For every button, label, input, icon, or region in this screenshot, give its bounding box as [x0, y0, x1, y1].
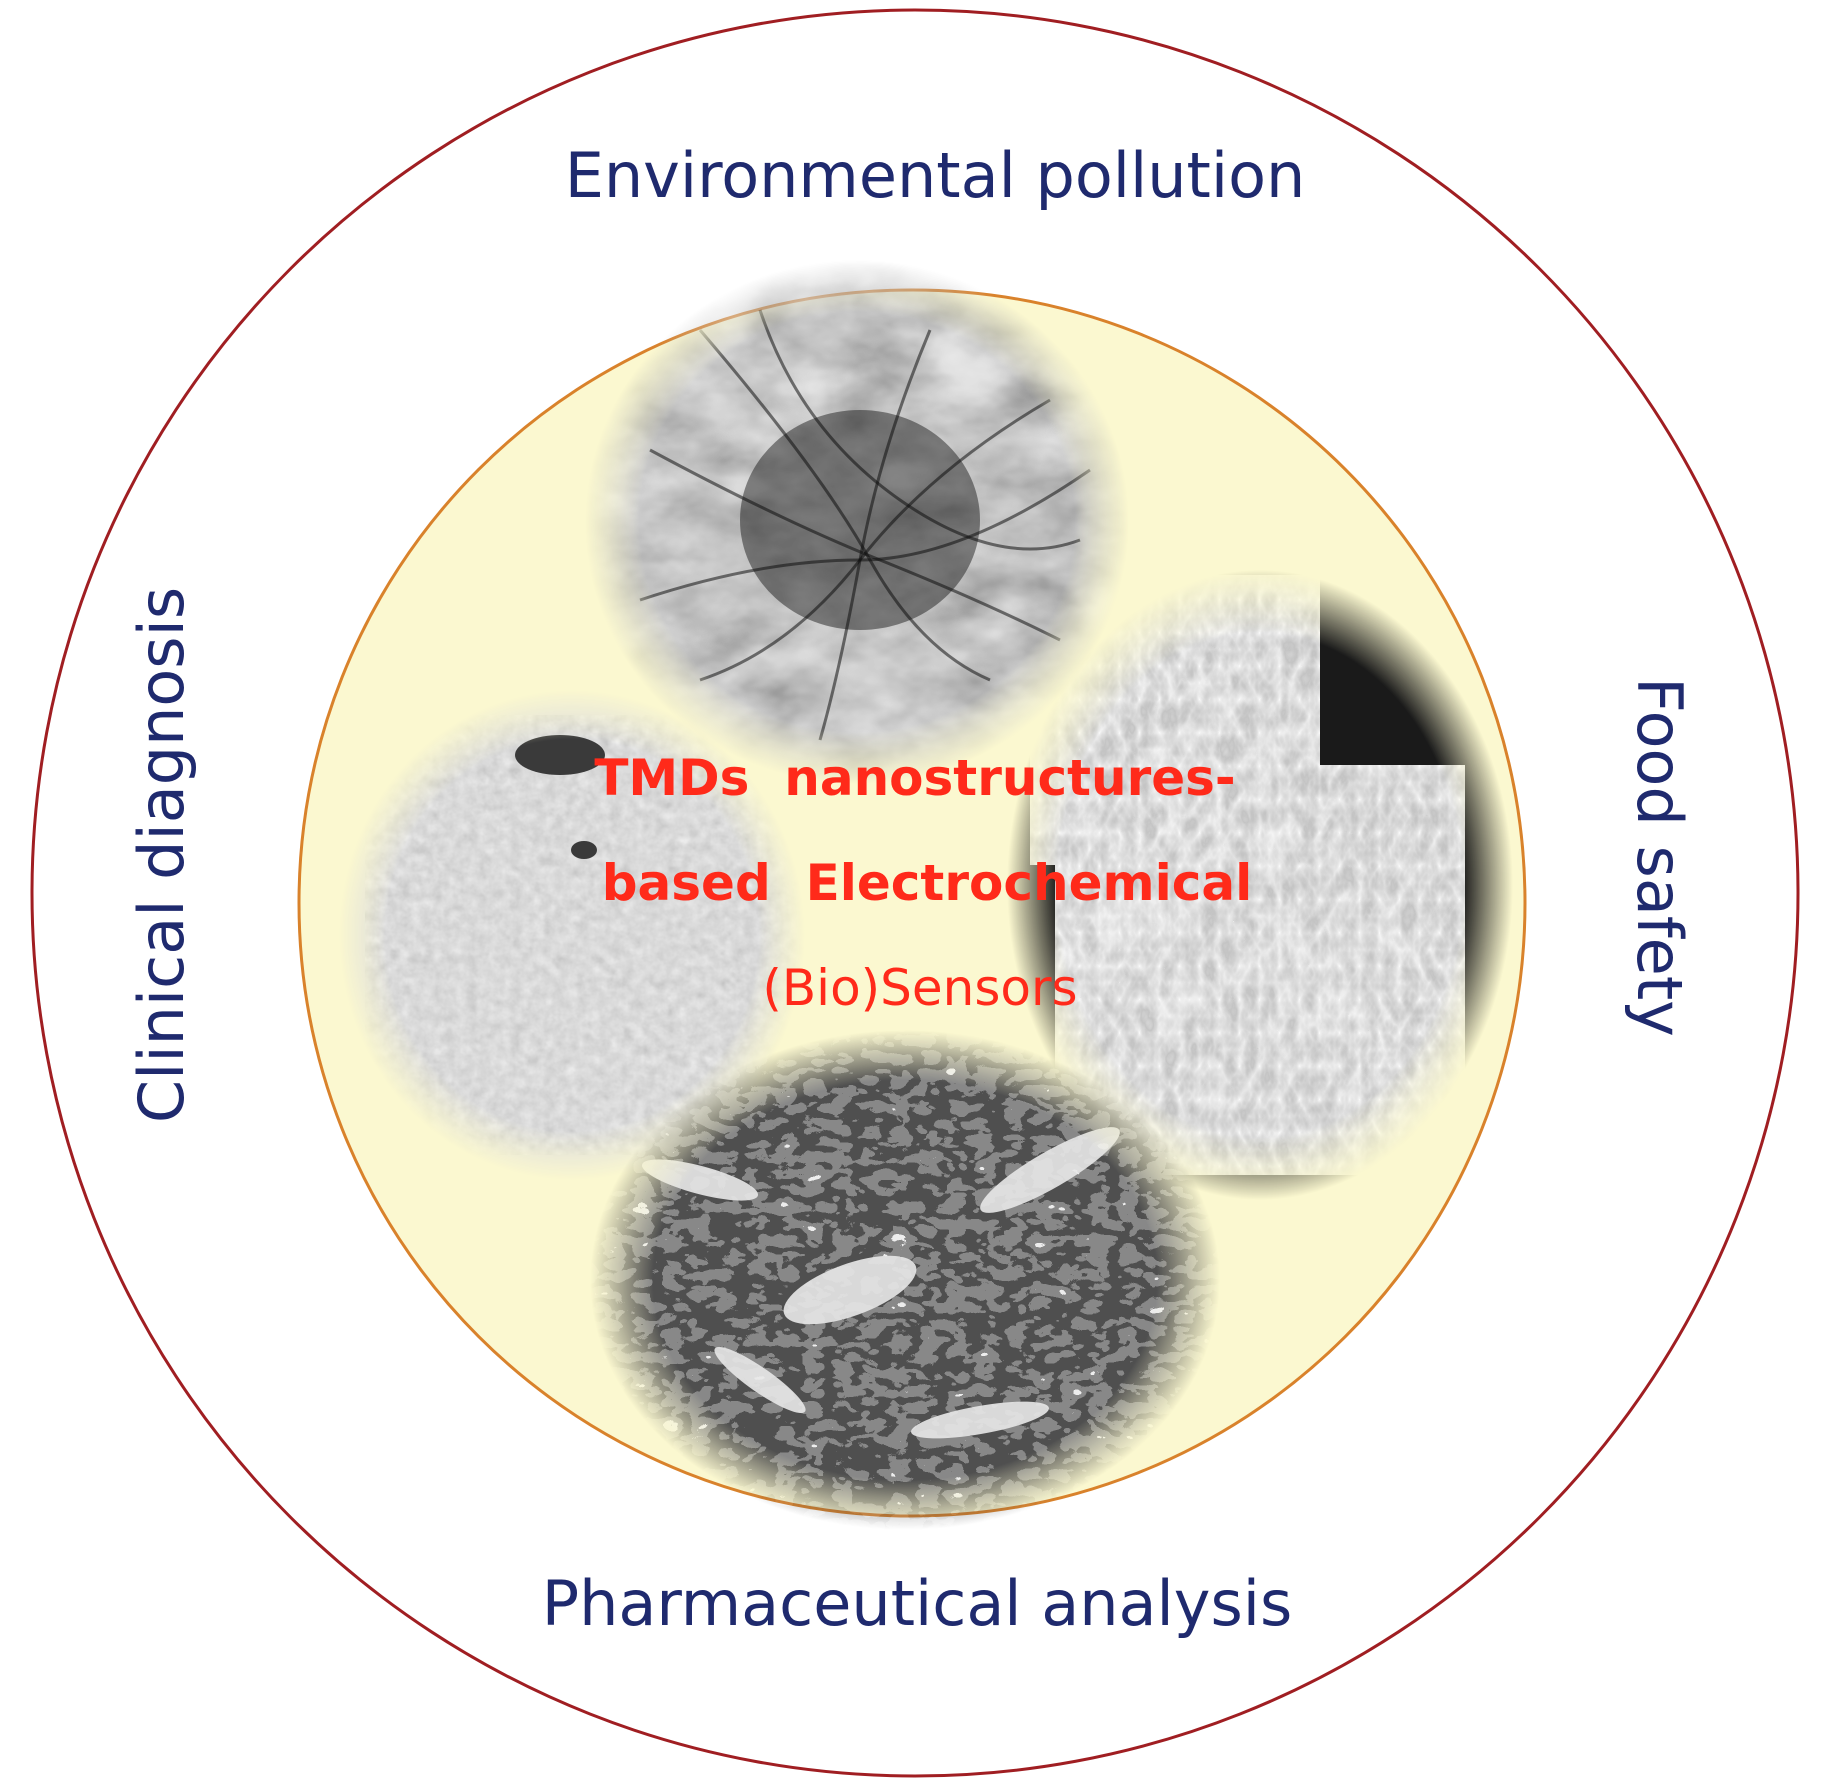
center-title-line-2: based Electrochemical [602, 854, 1252, 912]
label-food-safety: Food safety [1623, 677, 1696, 1037]
label-pharmaceutical-analysis: Pharmaceutical analysis [542, 1567, 1293, 1640]
center-title-line-3: (Bio)Sensors [762, 959, 1077, 1017]
label-environmental-pollution: Environmental pollution [565, 139, 1306, 212]
center-title-line-1: TMDs nanostructures- [594, 749, 1235, 807]
micrograph-vertical-nanosheets [590, 1030, 1220, 1530]
label-clinical-diagnosis: Clinical diagnosis [125, 587, 198, 1123]
